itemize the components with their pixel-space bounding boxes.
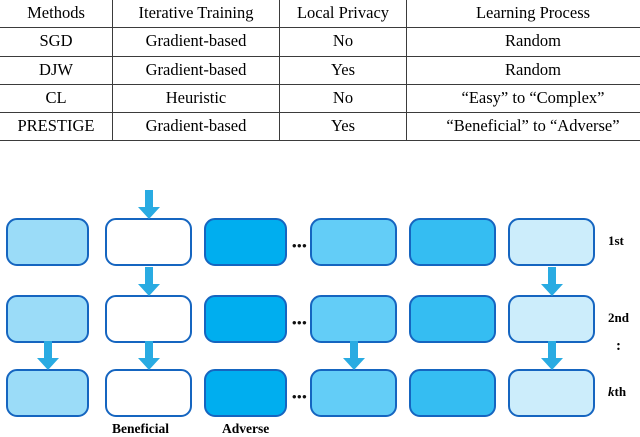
caption-adverse: Adverse (222, 421, 269, 437)
sample-box-r2-c3 (204, 295, 287, 343)
table-header-local-privacy: Local Privacy (280, 0, 407, 28)
table-header-iterative-training: Iterative Training (113, 0, 280, 28)
table-header-row: Methods Iterative Training Local Privacy… (0, 0, 640, 28)
cell-learning-process: “Easy” to “Complex” (407, 84, 640, 112)
cell-local-privacy: No (280, 84, 407, 112)
table-header-methods: Methods (0, 0, 113, 28)
cell-local-privacy: No (280, 28, 407, 56)
row-label-2nd: 2nd (608, 310, 629, 326)
cell-iterative-training: Gradient-based (113, 113, 280, 141)
diagram-row-1st: ••• (0, 218, 640, 270)
sample-box-r2-c4 (310, 295, 397, 343)
sample-box-r2-c2 (105, 295, 192, 343)
down-arrow-icon (35, 341, 61, 371)
sample-box-r3-c4 (310, 369, 397, 417)
table-row: DJW Gradient-based Yes Random (0, 56, 640, 84)
sample-box-r1-c5 (409, 218, 496, 266)
cell-learning-process: Random (407, 28, 640, 56)
sample-box-r2-c5 (409, 295, 496, 343)
sample-box-r3-c2 (105, 369, 192, 417)
sample-box-r1-c2 (105, 218, 192, 266)
cell-method: CL (0, 84, 113, 112)
sample-box-r2-c6 (508, 295, 595, 343)
cell-iterative-training: Gradient-based (113, 28, 280, 56)
sample-box-r3-c3 (204, 369, 287, 417)
comparison-table: Methods Iterative Training Local Privacy… (0, 0, 640, 141)
vertical-ellipsis: : (616, 338, 621, 355)
comparison-table-container: Methods Iterative Training Local Privacy… (0, 0, 640, 141)
down-arrow-icon (341, 341, 367, 371)
down-arrow-icon (539, 267, 565, 297)
cell-iterative-training: Gradient-based (113, 56, 280, 84)
sample-box-r1-c4 (310, 218, 397, 266)
sample-box-r2-c1 (6, 295, 89, 343)
cell-method: DJW (0, 56, 113, 84)
ellipsis-marker: ••• (292, 239, 307, 252)
cell-method: PRESTIGE (0, 113, 113, 141)
row-label-1st: 1st (608, 233, 624, 249)
sample-box-r3-c6 (508, 369, 595, 417)
cell-learning-process: Random (407, 56, 640, 84)
cell-local-privacy: Yes (280, 113, 407, 141)
table-row: CL Heuristic No “Easy” to “Complex” (0, 84, 640, 112)
ellipsis-marker: ••• (292, 316, 307, 329)
cell-local-privacy: Yes (280, 56, 407, 84)
caption-beneficial: Beneficial (112, 421, 169, 437)
down-arrow-icon (136, 341, 162, 371)
table-header-learning-process: Learning Process (407, 0, 640, 28)
sample-box-r3-c1 (6, 369, 89, 417)
cell-iterative-training: Heuristic (113, 84, 280, 112)
diagram-row-kth: ••• (0, 369, 640, 421)
cell-learning-process: “Beneficial” to “Adverse” (407, 113, 640, 141)
down-arrow-icon (136, 267, 162, 297)
sample-box-r1-c3 (204, 218, 287, 266)
down-arrow-icon (539, 341, 565, 371)
diagram-row-2nd: ••• (0, 295, 640, 347)
row-label-kth: kth (608, 384, 626, 400)
sample-box-r3-c5 (409, 369, 496, 417)
sample-box-r1-c6 (508, 218, 595, 266)
table-row: SGD Gradient-based No Random (0, 28, 640, 56)
table-row: PRESTIGE Gradient-based Yes “Beneficial”… (0, 113, 640, 141)
ellipsis-marker: ••• (292, 390, 307, 403)
cell-method: SGD (0, 28, 113, 56)
sample-box-r1-c1 (6, 218, 89, 266)
curriculum-diagram: ••• 1st ••• 2nd : ••• kth Beneficial Adv… (0, 178, 640, 426)
down-arrow-icon (136, 190, 162, 220)
